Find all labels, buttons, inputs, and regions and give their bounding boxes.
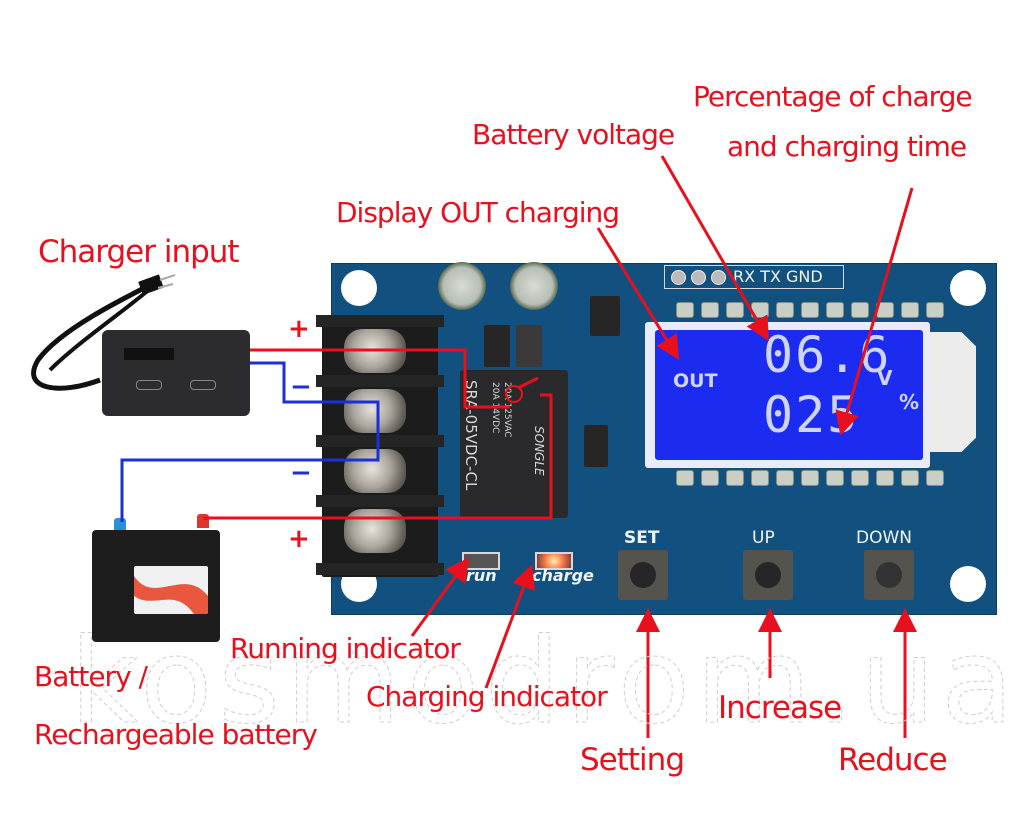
charger-display [124, 348, 174, 360]
battery-positive-sign: + [288, 524, 310, 554]
callout-charger-input: Charger input [38, 234, 240, 270]
arrow-charging-indicator [484, 564, 535, 689]
lcd-percent-unit: % [899, 390, 920, 414]
battery [92, 530, 220, 642]
lcd-pins-bottom [676, 470, 944, 486]
arrow-running-indicator [410, 557, 470, 637]
mount-hole-top-right [950, 270, 986, 306]
screw-terminal-4 [344, 509, 406, 553]
wire-battery-positive [203, 393, 553, 520]
callout-percentage-line2: and charging time [727, 130, 967, 163]
charger-vent-right [190, 380, 216, 390]
callout-battery-line2: Rechargeable battery [34, 718, 318, 751]
callout-running-indicator: Running indicator [230, 632, 461, 665]
mount-hole-top-left [341, 270, 377, 306]
charger-positive-sign: + [288, 314, 310, 344]
up-button-label: UP [752, 528, 775, 548]
diode-1 [484, 325, 510, 367]
lcd-voltage-unit: V [877, 366, 893, 390]
mount-hole-bottom-right [950, 566, 986, 602]
charger-vent-left [136, 380, 162, 390]
callout-battery-voltage: Battery voltage [472, 118, 675, 151]
set-button[interactable] [618, 550, 668, 600]
down-button[interactable] [864, 550, 914, 600]
lcd-pins-top [676, 302, 944, 318]
arrow-display-out [596, 227, 680, 361]
screw-terminal-3 [344, 449, 406, 493]
callout-setting: Setting [580, 742, 685, 778]
set-button-label: SET [624, 528, 660, 548]
watermark-text: kosmodrom.ua [70, 612, 1020, 750]
run-led-label: run [466, 566, 497, 585]
arrow-battery-voltage [660, 155, 770, 342]
header-pin-1 [671, 270, 686, 285]
diode-2 [516, 325, 542, 367]
callout-percentage-line1: Percentage of charge [693, 80, 973, 113]
callout-battery-line1: Battery / [34, 660, 148, 693]
up-button[interactable] [743, 550, 793, 600]
charge-led [535, 552, 573, 570]
charger-negative-sign: − [290, 372, 312, 402]
charge-led-label: charge [532, 566, 594, 585]
callout-display-out-charging: Display OUT charging [336, 196, 620, 229]
battery-label-swoosh-icon [134, 576, 208, 614]
diode-3 [584, 425, 608, 467]
wire-charger-negative [120, 361, 380, 522]
battery-negative-sign: − [290, 458, 312, 488]
header-label: RX TX GND [733, 267, 823, 286]
ic-chip [590, 296, 620, 336]
capacitor-1 [438, 262, 486, 310]
callout-charging-indicator: Charging indicator [366, 680, 608, 713]
arrow-percentage [835, 187, 914, 436]
screw-terminal-2 [344, 389, 406, 433]
callout-increase: Increase [718, 690, 842, 726]
capacitor-2 [510, 262, 558, 310]
lcd-display: OUT 06.6 V 025 % [655, 326, 923, 460]
header-pin-2 [691, 270, 706, 285]
lcd-backlight-tab [928, 332, 976, 452]
wire-charger-positive [250, 348, 510, 409]
lcd-mode-out: OUT [673, 370, 718, 392]
battery-label [134, 566, 208, 614]
header-pin-3 [711, 270, 726, 285]
callout-reduce: Reduce [838, 742, 948, 778]
relay-contact-marker [505, 385, 523, 403]
uart-header: RX TX GND [664, 265, 844, 289]
down-button-label: DOWN [856, 528, 912, 548]
charger-body [102, 330, 250, 416]
